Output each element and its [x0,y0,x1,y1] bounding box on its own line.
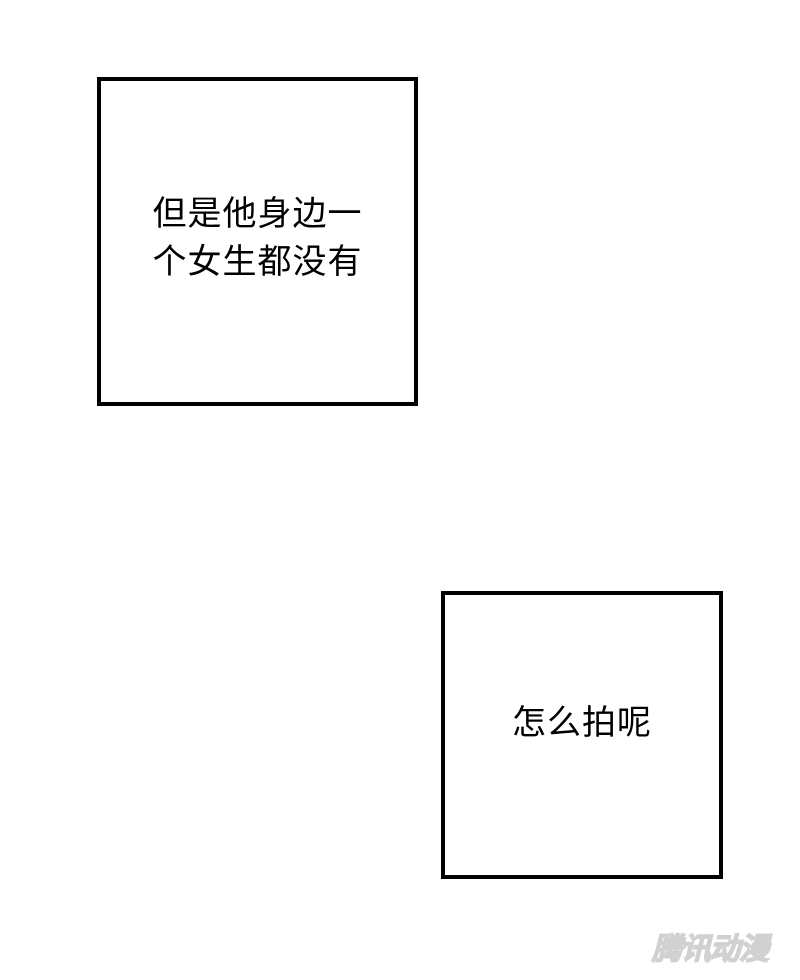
panel-2-caption: 怎么拍呢 [512,699,652,747]
caption-line: 个女生都没有 [152,241,363,282]
comic-panel-1: 但是他身边一 个女生都没有 [97,77,418,406]
caption-line: 但是他身边一 [152,193,363,234]
watermark-logo: 腾讯动漫 [651,931,770,968]
caption-line: 怎么拍呢 [512,703,652,743]
panel-1-caption: 但是他身边一 个女生都没有 [153,190,363,286]
comic-panel-2: 怎么拍呢 [441,591,723,879]
